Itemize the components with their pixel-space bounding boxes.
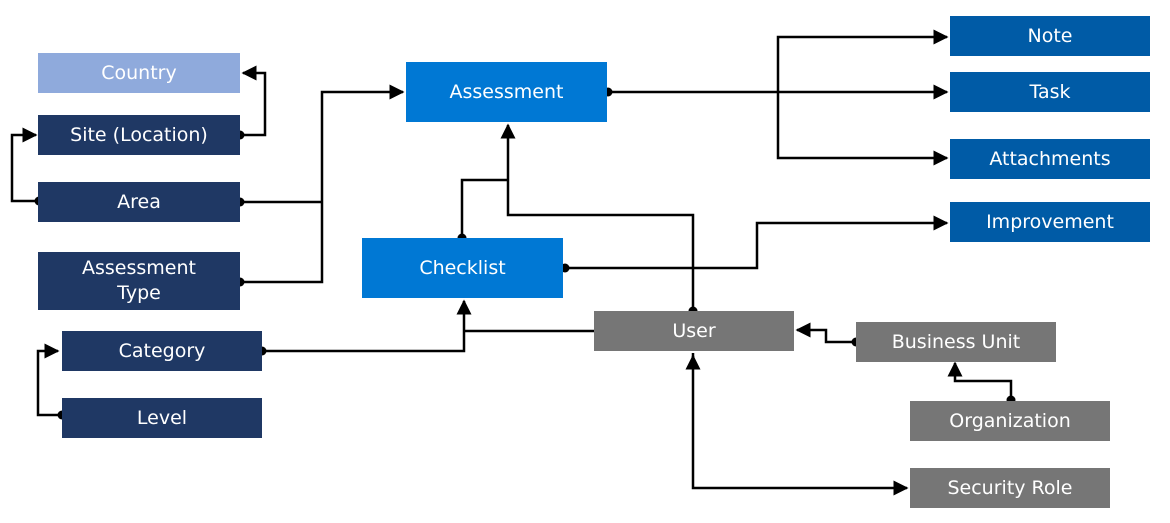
node-attachments[interactable]: Attachments — [950, 139, 1150, 179]
node-category-label: Category — [118, 339, 206, 362]
node-checklist-label: Checklist — [419, 256, 506, 279]
node-organization[interactable]: Organization — [910, 401, 1110, 441]
node-business-unit[interactable]: Business Unit — [856, 322, 1056, 362]
connector-user-to-assessment — [500, 123, 695, 311]
connector-organization-to-business-unit — [947, 361, 1013, 400]
node-task-label: Task — [1029, 80, 1071, 103]
node-attachments-label: Attachments — [989, 147, 1111, 170]
node-assessment-type[interactable]: Assessment Type — [38, 252, 240, 310]
node-site[interactable]: Site (Location) — [38, 115, 240, 155]
node-improvement-label: Improvement — [986, 210, 1114, 233]
node-business-unit-label: Business Unit — [891, 330, 1021, 353]
node-assessment[interactable]: Assessment — [406, 62, 607, 122]
connector-assessment-type-to-assessment — [240, 84, 405, 284]
node-security-role-label: Security Role — [947, 476, 1073, 499]
node-security-role[interactable]: Security Role — [910, 468, 1110, 508]
connector-business-unit-to-user — [795, 322, 856, 344]
node-note-label: Note — [1027, 24, 1073, 47]
node-checklist[interactable]: Checklist — [362, 238, 563, 298]
node-note[interactable]: Note — [950, 16, 1150, 56]
node-country-label: Country — [101, 61, 177, 84]
node-category[interactable]: Category — [62, 331, 262, 371]
node-assessment-type-label-line2: Type — [117, 282, 161, 304]
node-improvement[interactable]: Improvement — [950, 202, 1150, 242]
node-area[interactable]: Area — [38, 182, 240, 222]
node-assessment-label: Assessment — [449, 80, 564, 103]
node-site-label: Site (Location) — [70, 123, 208, 146]
node-country[interactable]: Country — [38, 53, 240, 93]
node-task[interactable]: Task — [950, 72, 1150, 112]
connector-level-to-category — [36, 343, 62, 417]
connector-checklist-to-improvement — [565, 215, 949, 270]
node-level-label: Level — [136, 406, 188, 429]
connector-category-to-checklist — [262, 299, 472, 353]
node-area-label: Area — [117, 190, 161, 213]
connector-user-to-security-role — [691, 353, 909, 496]
connector-assessment-to-note — [776, 29, 949, 92]
connector-site-to-country — [240, 65, 267, 137]
node-user[interactable]: User — [594, 311, 794, 351]
connector-checklist-to-assessment — [460, 178, 508, 238]
connector-area-to-site — [10, 127, 39, 203]
node-organization-label: Organization — [949, 409, 1071, 432]
node-level[interactable]: Level — [62, 398, 262, 438]
node-assessment-type-label-line1: Assessment — [82, 257, 196, 280]
node-user-label: User — [672, 319, 716, 342]
connector-assessment-to-attachments — [776, 92, 949, 166]
